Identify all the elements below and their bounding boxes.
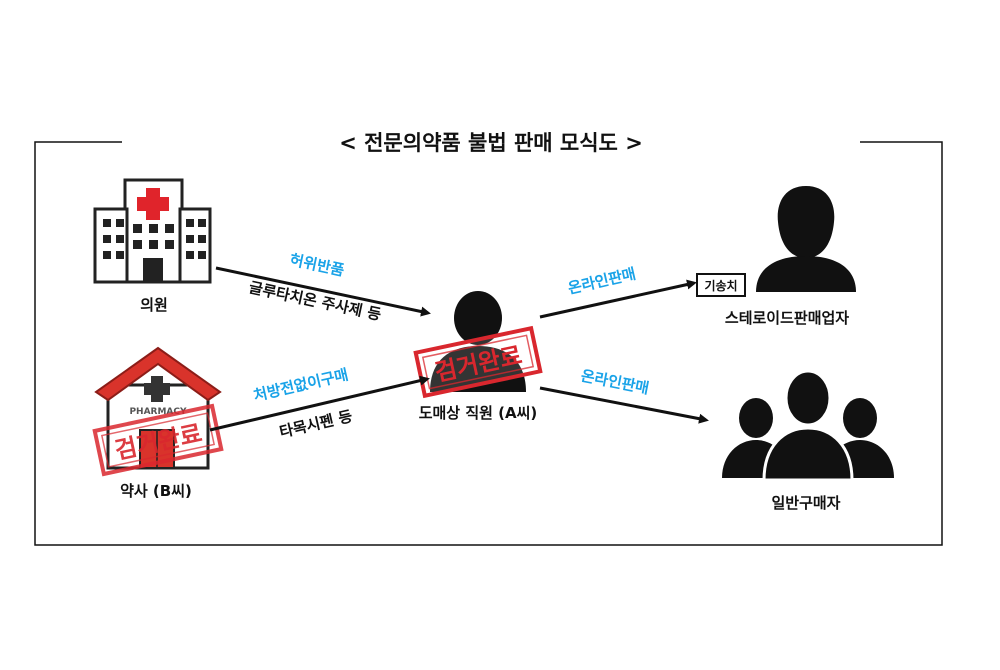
clinic-label: 의원: [140, 296, 168, 314]
arrow-wholesaler-to-steroid: [539, 279, 697, 319]
arrow-clinic-to-wholesaler: [215, 266, 431, 317]
hospital-icon: [93, 178, 212, 284]
pharmacy-sign: PHARMACY: [129, 407, 187, 417]
edge-label-no-prescription: 처방전없이구매: [252, 365, 350, 404]
edge-label-glutathione: 글루타치온 주사제 등: [247, 278, 383, 324]
sent-to-prosecution-badge-text: 기송치: [704, 278, 737, 293]
wholesaler-label: 도매상 직원 (A씨): [419, 404, 538, 422]
pharmacy-cross-icon: [144, 376, 170, 402]
steroid-seller-label: 스테로이드판매업자: [725, 309, 849, 327]
diagram-title: < 전문의약품 불법 판매 모식도 >: [339, 131, 643, 155]
arrow-pharmacy-to-wholesaler: [209, 375, 430, 432]
pharmacy-roof: [94, 346, 222, 402]
diagram-frame: [34, 141, 943, 546]
steroid-seller-person-icon: [756, 186, 856, 292]
arrest-stamp-wholesaler: 검거완료: [413, 325, 543, 399]
arrow-wholesaler-to-buyers: [539, 386, 709, 424]
edge-label-online-sale-steroid: 온라인판매: [566, 265, 637, 298]
buyers-label: 일반구매자: [771, 494, 840, 512]
edge-label-online-sale-buyers: 온라인판매: [579, 367, 650, 398]
edge-label-false-return: 허위반품: [288, 251, 346, 280]
pharmacist-label: 약사 (B씨): [120, 482, 192, 500]
buyers-group-icon: [722, 369, 894, 482]
wholesaler-person-icon: [430, 291, 526, 392]
medical-cross-icon: [137, 188, 169, 220]
sent-to-prosecution-badge: 기송치: [696, 273, 746, 297]
